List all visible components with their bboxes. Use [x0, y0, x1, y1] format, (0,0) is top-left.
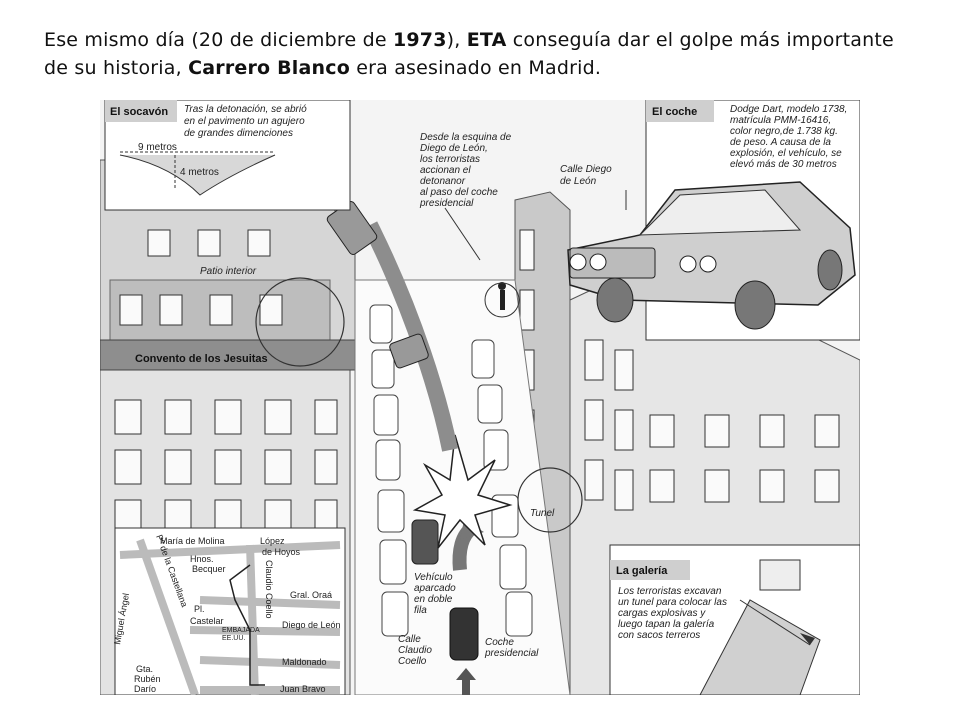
map-gral-oraa: Gral. Oraá: [290, 590, 332, 600]
detonator-spot-circle: [484, 282, 520, 318]
map-hnos-becquer: Hnos. Becquer: [190, 554, 226, 574]
attack-illustration: El socavón Tras la detonación, se abrió …: [100, 100, 860, 695]
galeria-title: La galería: [616, 565, 668, 577]
socavon-width: 9 metros: [138, 142, 177, 153]
double-parked-vehicle: [411, 519, 439, 565]
map-diego-leon: Diego de León: [282, 620, 341, 630]
coche-presidencial-label: Coche presidencial: [484, 637, 539, 659]
terrorists-note: Desde la esquina de Diego de León, los t…: [419, 132, 514, 209]
galeria-inset: La galería Los terroristas excavan un tu…: [609, 544, 860, 695]
calle-diego-label: Calle Diego de León: [560, 164, 614, 187]
map-gta-ruben: Gta. Rubén Darío: [134, 664, 163, 694]
slide-caption: Ese mismo día (20 de diciembre de 1973),…: [44, 26, 914, 82]
coche-title: El coche: [652, 106, 697, 118]
vehiculo-label: Vehículo aparcado en doble fila: [414, 572, 458, 616]
socavon-text: Tras la detonación, se abrió en el pavim…: [184, 104, 309, 139]
caption-line-2: de su historia, Carrero Blanco era asesi…: [44, 57, 602, 79]
patio-highlight-circle: [255, 277, 345, 367]
coche-text: Dodge Dart, modelo 1738, matrícula PMM-1…: [730, 104, 850, 170]
tunel-highlight-circle: [517, 467, 583, 533]
map-juan-bravo: Juan Bravo: [280, 684, 326, 694]
caption-line-1: Ese mismo día (20 de diciembre de 1973),…: [44, 29, 894, 51]
socavon-inset: El socavón Tras la detonación, se abrió …: [104, 100, 351, 211]
incoming-arrow: [456, 668, 476, 695]
map-pl-castelar: Pl. Castelar: [190, 604, 224, 626]
map-maldonado: Maldonado: [282, 657, 327, 667]
caption-year: 1973: [392, 29, 447, 51]
caption-carrero-blanco: Carrero Blanco: [188, 57, 350, 79]
calle-claudio-label: Calle Claudio Coello: [398, 634, 435, 667]
map-maria-molina: María de Molina: [160, 536, 225, 546]
dodge-dart-car: [567, 181, 856, 330]
presidential-car: [449, 607, 479, 661]
patio-label: Patio interior: [200, 266, 257, 277]
caption-eta: ETA: [466, 29, 507, 51]
explosion-burst: [412, 434, 513, 549]
street-map-inset: María de Molina López de Hoyos Pº de la …: [112, 527, 346, 695]
socavon-depth: 4 metros: [180, 167, 219, 178]
map-lopez-hoyos: López de Hoyos: [260, 536, 301, 557]
street: [326, 201, 571, 695]
tunel-label: Tunel: [530, 508, 555, 519]
convent-label: Convento de los Jesuitas: [135, 353, 268, 365]
map-claudio-coello: Claudio Coello: [264, 560, 274, 619]
galeria-text: Los terroristas excavan un tunel para co…: [618, 586, 730, 641]
map-route: [229, 564, 265, 686]
socavon-title: El socavón: [110, 106, 168, 118]
map-embajada: EMBAJADA EE.UU.: [222, 627, 261, 642]
